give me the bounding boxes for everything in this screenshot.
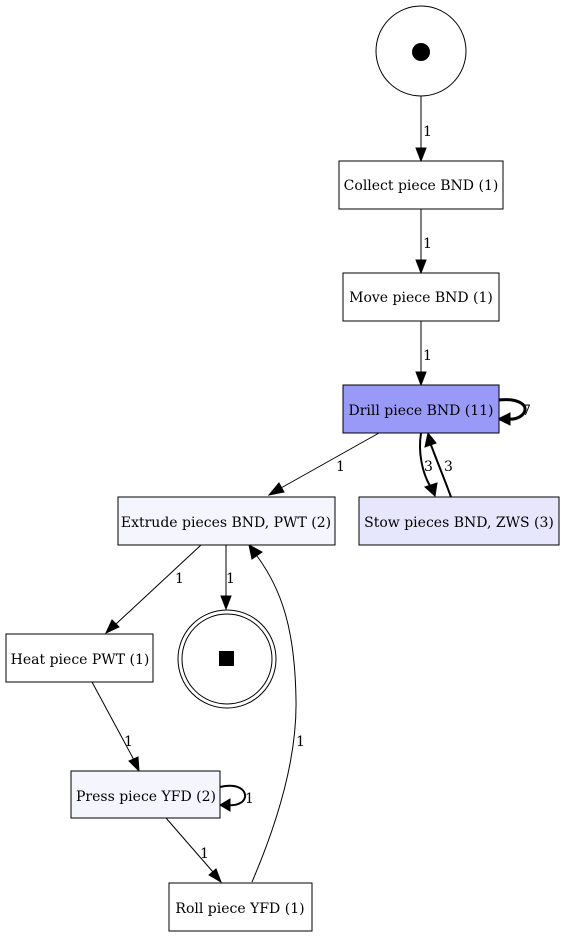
edge-stow-drill: 3 — [424, 431, 453, 498]
edge-label-extrude-heat: 1 — [175, 571, 184, 587]
end-place[interactable] — [177, 609, 277, 709]
edge-label-collect-move: 1 — [423, 236, 432, 252]
node-label: Extrude pieces BND, PWT (2) — [121, 515, 331, 531]
edge-label-drill-extrude: 1 — [336, 459, 345, 475]
edge-start-collect: 1 — [415, 96, 432, 163]
edge-label-extrude-end: 1 — [226, 571, 235, 587]
node-press-piece[interactable]: Press piece YFD (2) — [70, 770, 221, 819]
start-token-icon — [412, 43, 430, 61]
edge-heat-press: 1 — [91, 681, 140, 773]
edge-label-press-self: 1 — [245, 791, 254, 807]
node-stow-pieces[interactable]: Stow pieces BND, ZWS (3) — [358, 496, 560, 546]
edge-label-drill-self: 7 — [522, 403, 531, 419]
edge-label-roll-extrude: 1 — [296, 734, 305, 750]
node-label: Press piece YFD (2) — [76, 789, 216, 805]
node-label: Stow pieces BND, ZWS (3) — [364, 515, 554, 531]
node-move-piece[interactable]: Move piece BND (1) — [342, 272, 500, 322]
edge-move-drill: 1 — [415, 321, 432, 387]
edge-extrude-heat: 1 — [104, 544, 202, 635]
node-label: Drill piece BND (11) — [348, 403, 493, 419]
edge-extrude-end: 1 — [220, 545, 235, 611]
node-label: Heat piece PWT (1) — [11, 652, 150, 668]
edge-press-roll: 1 — [165, 817, 222, 884]
start-place[interactable] — [375, 5, 467, 97]
node-collect-piece[interactable]: Collect piece BND (1) — [338, 160, 504, 210]
edge-label-start-collect: 1 — [423, 124, 432, 140]
edge-drill-stow: 3 — [419, 432, 438, 497]
edge-drill-self: 7 — [496, 398, 531, 426]
edge-press-self: 1 — [219, 784, 254, 812]
edge-collect-move: 1 — [415, 209, 432, 275]
edge-drill-extrude: 1 — [267, 432, 380, 496]
node-drill-piece[interactable]: Drill piece BND (11) — [342, 384, 500, 434]
node-heat-piece[interactable]: Heat piece PWT (1) — [5, 633, 154, 683]
edge-roll-extrude: 1 — [248, 544, 305, 883]
node-extrude-pieces[interactable]: Extrude pieces BND, PWT (2) — [117, 496, 336, 546]
node-label: Collect piece BND (1) — [344, 178, 499, 194]
node-roll-piece[interactable]: Roll piece YFD (1) — [168, 882, 313, 932]
node-label: Roll piece YFD (1) — [175, 901, 304, 917]
edge-label-stow-drill: 3 — [444, 459, 453, 475]
edge-label-move-drill: 1 — [423, 348, 432, 364]
end-square-icon — [219, 651, 234, 666]
edge-label-heat-press: 1 — [124, 734, 133, 750]
node-label: Move piece BND (1) — [349, 290, 493, 306]
edge-label-press-roll: 1 — [200, 846, 209, 862]
edge-label-drill-stow: 3 — [424, 459, 433, 475]
